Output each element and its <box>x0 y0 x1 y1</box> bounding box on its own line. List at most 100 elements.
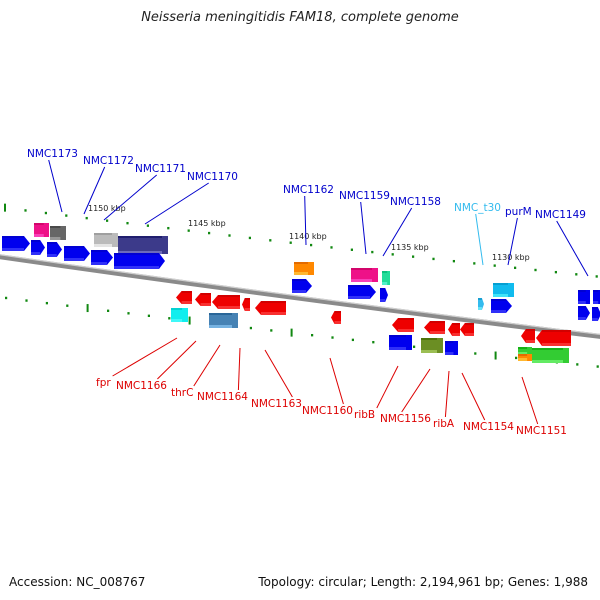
leader-line <box>157 340 197 380</box>
feature-pink[interactable] <box>351 268 378 282</box>
minor-tick <box>147 314 150 318</box>
major-tick <box>290 328 293 337</box>
gene-reverse[interactable] <box>392 318 414 332</box>
feature-orange[interactable] <box>518 354 532 361</box>
feature-blue[interactable] <box>578 290 590 304</box>
gene-label[interactable]: NMC_t30 <box>454 202 501 214</box>
minor-tick <box>452 259 455 263</box>
minor-tick <box>187 229 190 232</box>
minor-tick <box>289 241 292 244</box>
gene-label[interactable]: NMC1171 <box>135 163 186 175</box>
minor-tick <box>515 356 518 360</box>
minor-tick <box>595 275 598 278</box>
accession-text: Accession: NC_008767 <box>9 575 146 589</box>
gene-forward[interactable] <box>30 240 45 255</box>
minor-tick <box>576 363 579 366</box>
trna-forward[interactable] <box>478 298 484 310</box>
feature-cyan[interactable] <box>493 283 514 297</box>
feature-cyan[interactable] <box>171 308 188 322</box>
gene-label[interactable]: thrC <box>171 387 193 399</box>
feature-orange[interactable] <box>294 262 314 275</box>
gene-forward[interactable] <box>578 306 590 320</box>
gene-label[interactable]: NMC1162 <box>283 184 334 196</box>
leader-line <box>360 201 367 255</box>
feature-olive[interactable] <box>421 338 443 353</box>
feature-teal[interactable] <box>382 271 390 285</box>
minor-tick <box>413 345 416 348</box>
gene-forward[interactable] <box>380 288 388 302</box>
gene-label[interactable]: NMC1149 <box>535 209 586 221</box>
scale-ticks-forward <box>4 203 598 278</box>
gene-label[interactable]: purM <box>505 206 532 218</box>
gene-label[interactable]: ribA <box>433 418 455 430</box>
gene-reverse[interactable] <box>212 295 240 309</box>
minor-tick <box>126 221 129 225</box>
gene-label[interactable]: NMC1160 <box>302 405 353 417</box>
gene-forward[interactable] <box>348 285 376 299</box>
gene-forward[interactable] <box>114 253 165 269</box>
minor-tick <box>493 264 496 267</box>
leader-line <box>112 337 178 377</box>
gene-label[interactable]: NMC1158 <box>390 196 441 208</box>
gene-forward[interactable] <box>491 299 512 313</box>
gene-reverse[interactable] <box>460 323 474 336</box>
gene-label[interactable]: NMC1159 <box>339 190 390 202</box>
feature-green[interactable] <box>518 347 532 355</box>
feature-pink[interactable] <box>34 223 49 237</box>
minor-tick <box>432 257 435 261</box>
feature-green[interactable] <box>532 348 569 363</box>
gene-label[interactable]: NMC1172 <box>83 155 134 167</box>
minor-tick <box>85 216 88 220</box>
feature-lightgray[interactable] <box>94 233 118 247</box>
gene-reverse[interactable] <box>331 311 341 324</box>
minor-tick <box>269 239 272 242</box>
forward-label-leaders <box>48 159 589 277</box>
gene-reverse[interactable] <box>255 301 286 315</box>
gene-forward[interactable] <box>91 250 113 265</box>
leader-line <box>461 372 486 421</box>
gene-forward[interactable] <box>64 246 90 261</box>
leader-line <box>507 217 518 266</box>
feature-gray[interactable] <box>50 226 66 240</box>
minor-tick <box>554 270 557 274</box>
gene-label[interactable]: NMC1173 <box>27 148 78 160</box>
minor-tick <box>474 352 477 355</box>
feature-blue[interactable] <box>389 335 412 350</box>
gene-label[interactable]: fpr <box>96 377 111 389</box>
gene-forward[interactable] <box>292 279 312 293</box>
leader-line <box>521 376 539 425</box>
gene-label[interactable]: NMC1164 <box>197 391 248 403</box>
gene-label[interactable]: NMC1163 <box>251 398 302 410</box>
gene-label[interactable]: NMC1166 <box>116 380 167 392</box>
leader-line <box>556 220 589 277</box>
minor-tick <box>351 338 354 342</box>
gene-label[interactable]: NMC1156 <box>380 413 431 425</box>
gene-label[interactable]: NMC1154 <box>463 421 514 433</box>
feature-purple[interactable] <box>118 236 168 254</box>
gene-reverse[interactable] <box>242 298 250 311</box>
gene-forward[interactable] <box>592 307 600 321</box>
minor-tick <box>331 336 334 339</box>
feature-blue[interactable] <box>445 341 458 355</box>
gene-label[interactable]: NMC1151 <box>516 425 567 437</box>
gene-reverse[interactable] <box>521 329 535 343</box>
leader-line <box>401 368 431 413</box>
gene-reverse[interactable] <box>176 291 192 304</box>
minor-tick <box>249 326 252 330</box>
feature-blue[interactable] <box>593 290 600 304</box>
gene-label[interactable]: NMC1170 <box>187 171 238 183</box>
gene-reverse[interactable] <box>195 293 211 306</box>
scale-label: 1150 kbp <box>88 204 126 213</box>
gene-reverse[interactable] <box>424 321 445 334</box>
minor-tick <box>391 253 394 256</box>
gene-reverse[interactable] <box>536 330 571 346</box>
gene-label[interactable]: ribB <box>354 409 375 421</box>
leader-line <box>475 213 484 266</box>
gene-forward[interactable] <box>2 236 30 251</box>
minor-tick <box>311 333 314 337</box>
feature-steelblue[interactable] <box>209 313 238 328</box>
gene-forward[interactable] <box>47 242 62 257</box>
gene-reverse[interactable] <box>448 323 460 336</box>
minor-tick <box>330 246 333 249</box>
